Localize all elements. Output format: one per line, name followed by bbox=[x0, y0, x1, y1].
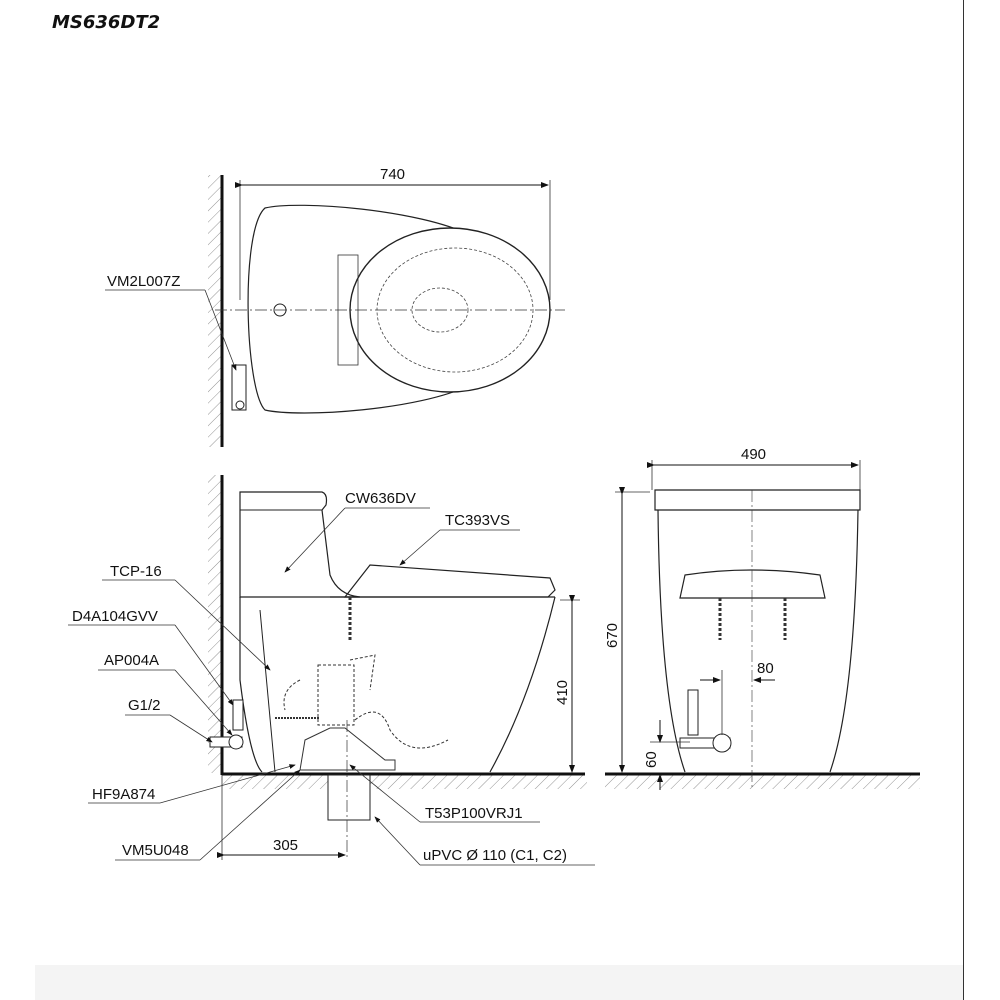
valve-shape bbox=[231, 364, 247, 411]
drawing-stroke bbox=[208, 475, 222, 773]
drawing-stroke bbox=[349, 764, 421, 823]
drawing-stroke bbox=[283, 679, 301, 711]
drawing-stroke bbox=[349, 654, 449, 749]
drawing-stroke bbox=[374, 816, 421, 866]
tank-side bbox=[239, 491, 361, 598]
bowl-side bbox=[239, 596, 556, 773]
drawing-stroke bbox=[273, 303, 287, 317]
drawing-stroke bbox=[605, 775, 920, 789]
wall-hatch bbox=[208, 175, 222, 447]
footer-band bbox=[35, 965, 963, 1000]
drawing-stroke bbox=[411, 287, 469, 333]
seat-front bbox=[679, 569, 826, 599]
drawing-stroke bbox=[169, 714, 213, 743]
label-d4a104gvv: D4A104GVV bbox=[72, 608, 158, 625]
dimension-740: 740 bbox=[380, 166, 405, 183]
label-ap004a: AP004A bbox=[104, 652, 159, 669]
drawing-stroke bbox=[235, 400, 245, 410]
label-t53p100vrj1: T53P100VRJ1 bbox=[425, 805, 523, 822]
dimension-490: 490 bbox=[741, 446, 766, 463]
bowl-front bbox=[657, 509, 859, 773]
drawing-stroke bbox=[228, 734, 244, 750]
drawing-stroke bbox=[174, 669, 233, 736]
drawing-stroke bbox=[327, 774, 371, 821]
dimension-410: 410 bbox=[554, 680, 571, 705]
model-title: MS636DT2 bbox=[52, 12, 161, 33]
label-vm5u048: VM5U048 bbox=[122, 842, 189, 859]
dimension-60: 60 bbox=[643, 751, 660, 768]
label-upvc: uPVC Ø 110 (C1, C2) bbox=[423, 847, 567, 864]
tank-front bbox=[654, 489, 861, 511]
side-view: 410 305 CW636DV TC393VS TCP-16 D4A104GVV… bbox=[68, 475, 595, 866]
dimension-670: 670 bbox=[604, 623, 621, 648]
label-tc393vs: TC393VS bbox=[445, 512, 510, 529]
label-vm2l007z: VM2L007Z bbox=[107, 273, 180, 290]
drawing-stroke bbox=[284, 507, 346, 573]
top-view: 740 VM2L007Z bbox=[105, 166, 565, 447]
drawing-stroke bbox=[232, 699, 244, 731]
drawing-stroke bbox=[259, 609, 276, 773]
front-view: 490 670 60 80 bbox=[604, 446, 920, 790]
label-tcp-16: TCP-16 bbox=[110, 563, 162, 580]
drawing-stroke bbox=[399, 529, 441, 566]
drawing-stroke bbox=[174, 624, 234, 706]
dimension-305: 305 bbox=[273, 837, 298, 854]
drawing-stroke bbox=[204, 289, 237, 371]
tank-outline bbox=[247, 204, 471, 414]
drawing-stroke bbox=[174, 579, 271, 671]
drawing-stroke bbox=[159, 764, 296, 804]
dimension-80: 80 bbox=[757, 660, 774, 677]
seat-side bbox=[343, 564, 556, 598]
drawing-stroke bbox=[222, 775, 587, 789]
label-g1-2: G1/2 bbox=[128, 697, 161, 714]
page-divider bbox=[963, 0, 964, 1000]
drawing-stroke bbox=[687, 689, 699, 736]
drawing-stroke bbox=[712, 733, 732, 753]
label-cw636dv: CW636DV bbox=[345, 490, 416, 507]
drawing-stroke bbox=[299, 727, 396, 771]
label-hf9a874: HF9A874 bbox=[92, 786, 155, 803]
drawing-stroke bbox=[317, 664, 355, 726]
drawing-stroke bbox=[199, 769, 301, 861]
